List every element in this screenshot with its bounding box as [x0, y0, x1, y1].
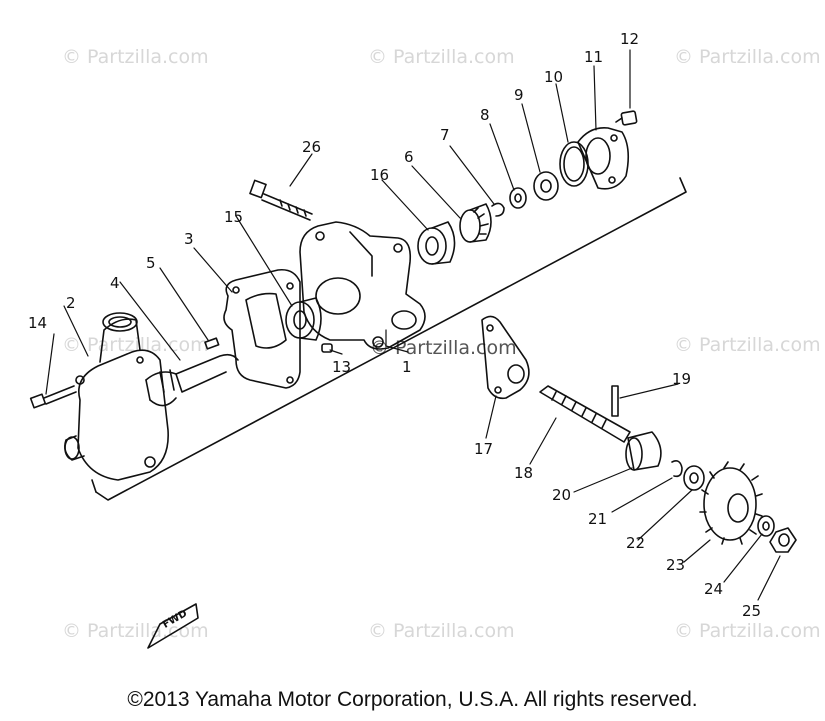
callout-7: 7	[440, 126, 450, 144]
watermark: © Partzilla.com	[674, 334, 821, 356]
callout-17: 17	[474, 440, 494, 458]
callout-9: 9	[514, 86, 524, 104]
circlip-part	[491, 202, 505, 217]
bearing-part	[417, 221, 456, 265]
callout-4: 4	[110, 274, 120, 292]
dowel-part	[321, 343, 333, 353]
callout-22: 22	[626, 534, 646, 552]
watermark: © Partzilla.com	[62, 620, 209, 642]
assembly-outline	[95, 177, 687, 501]
callout-12: 12	[620, 30, 640, 48]
copyright-notice: ©2013 Yamaha Motor Corporation, U.S.A. A…	[127, 688, 698, 711]
drive-gear-part	[699, 461, 763, 545]
forward-arrow-icon	[147, 603, 199, 649]
pin-part	[204, 337, 220, 350]
gasket-part	[223, 268, 301, 389]
cap-bolt-part	[615, 110, 638, 126]
callout-15: 15	[224, 208, 244, 226]
callout-18: 18	[514, 464, 534, 482]
drive-shaft-part	[539, 385, 631, 443]
callout-24: 24	[704, 580, 724, 598]
callout-14: 14	[28, 314, 48, 332]
callout-8: 8	[480, 106, 490, 124]
housing-bolt-part	[29, 385, 77, 409]
callout-3: 3	[184, 230, 194, 248]
callout-20: 20	[552, 486, 572, 504]
callout-11: 11	[584, 48, 604, 66]
long-bolt-part	[249, 179, 313, 221]
callout-5: 5	[146, 254, 156, 272]
small-bearing-part	[533, 171, 559, 201]
watermark: © Partzilla.com	[62, 46, 209, 68]
bearing-cap-part	[577, 126, 630, 190]
lock-washer-part	[757, 515, 775, 537]
callout-19: 19	[672, 370, 692, 388]
pump-body-part	[299, 221, 426, 350]
nut-part	[769, 527, 797, 553]
gear-part	[459, 203, 492, 243]
oil-seal-part	[285, 297, 322, 341]
callout-10: 10	[544, 68, 564, 86]
callout-23: 23	[666, 556, 686, 574]
watermark: © Partzilla.com	[674, 46, 821, 68]
callout-26: 26	[302, 138, 322, 156]
thrust-washer-part	[683, 465, 705, 491]
watermark: © Partzilla.com	[674, 620, 821, 642]
callout-1: 1	[402, 358, 412, 376]
collar-part	[625, 431, 662, 471]
leader-lines	[45, 49, 781, 601]
callout-21: 21	[588, 510, 608, 528]
watermark: © Partzilla.com	[368, 620, 515, 642]
callout-6: 6	[404, 148, 414, 166]
retainer-plate-part	[481, 315, 530, 400]
callout-13: 13	[332, 358, 352, 376]
pump-cover-part	[64, 312, 169, 481]
callout-2: 2	[66, 294, 76, 312]
small-circlip-part	[671, 460, 683, 478]
shaft-pin-part	[611, 385, 619, 417]
watermark: © Partzilla.com	[368, 46, 515, 68]
center-watermark: © Partzilla.com	[370, 337, 517, 359]
impeller-part	[145, 353, 239, 407]
callout-16: 16	[370, 166, 390, 184]
washer-part	[509, 187, 527, 209]
callout-25: 25	[742, 602, 762, 620]
